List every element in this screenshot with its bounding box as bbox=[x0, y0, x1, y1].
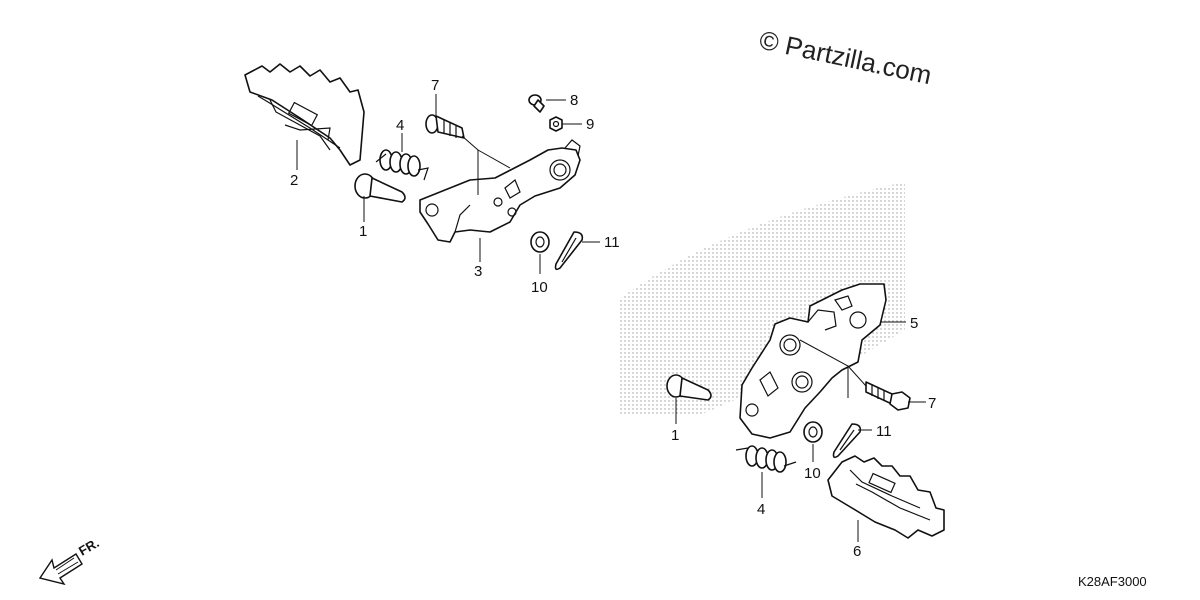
arrow-hatch bbox=[55, 557, 79, 575]
callout-left-4: 4 bbox=[396, 117, 404, 134]
callout-right-6: 6 bbox=[853, 543, 861, 560]
right-washer bbox=[803, 421, 823, 443]
right-cotter-pin bbox=[832, 423, 862, 459]
left-washer bbox=[530, 231, 550, 253]
callout-right-4: 4 bbox=[757, 501, 765, 518]
front-direction-indicator: FR. bbox=[38, 535, 102, 586]
watermark: © Partzilla.com bbox=[757, 25, 935, 91]
callout-left-9: 9 bbox=[586, 116, 594, 133]
right-leader-lines bbox=[675, 321, 926, 542]
right-footpeg-bracket bbox=[739, 283, 887, 439]
right-bolt bbox=[865, 381, 911, 411]
direction-label: FR. bbox=[76, 535, 102, 558]
right-footpeg-pin bbox=[666, 374, 712, 401]
left-leader-lines bbox=[296, 94, 600, 274]
callout-left-8: 8 bbox=[570, 92, 578, 109]
callout-left-1: 1 bbox=[359, 223, 367, 240]
callout-left-3: 3 bbox=[474, 263, 482, 280]
front-arrow-icon bbox=[38, 553, 83, 586]
callout-right-11: 11 bbox=[876, 423, 892, 440]
callout-left-10: 10 bbox=[531, 279, 548, 296]
right-return-spring bbox=[735, 445, 797, 473]
callout-left-2: 2 bbox=[290, 172, 298, 189]
callout-right-7: 7 bbox=[928, 395, 936, 412]
left-footpeg-bracket bbox=[419, 139, 581, 243]
left-nut bbox=[549, 116, 563, 132]
callout-right-5: 5 bbox=[910, 315, 918, 332]
right-footpeg bbox=[827, 455, 945, 539]
callout-right-1: 1 bbox=[671, 427, 679, 444]
callout-left-11: 11 bbox=[604, 234, 620, 251]
left-cotter-pin bbox=[554, 231, 584, 271]
diagram-code: K28AF3000 bbox=[1078, 574, 1147, 589]
left-bolt bbox=[425, 114, 465, 139]
left-return-spring bbox=[375, 149, 429, 181]
callout-right-10: 10 bbox=[804, 465, 821, 482]
left-footpeg-pin bbox=[354, 173, 406, 203]
left-small-bolt bbox=[528, 94, 545, 113]
callout-left-7: 7 bbox=[431, 77, 439, 94]
left-footpeg bbox=[244, 63, 365, 166]
